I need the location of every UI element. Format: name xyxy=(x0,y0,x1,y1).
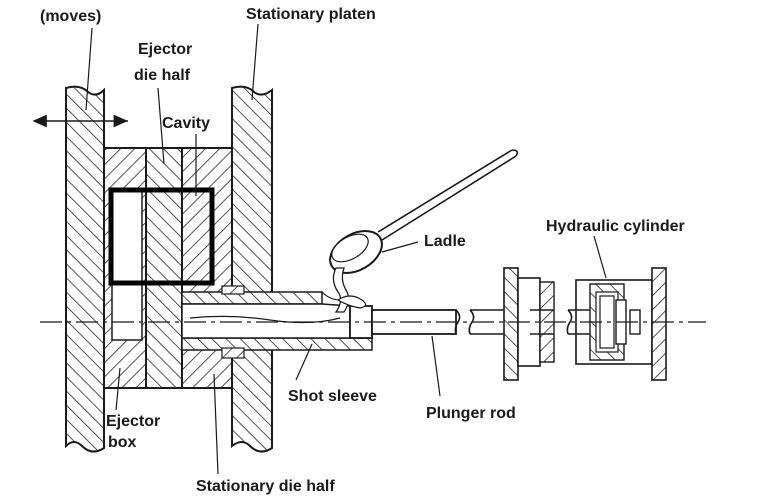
label-ejector-box-1: Ejector xyxy=(106,413,160,430)
leader-lines xyxy=(85,23,607,475)
stationary-platen xyxy=(231,85,273,453)
hydraulic-cylinder xyxy=(566,267,667,381)
label-hydraulic-cylinder: Hydraulic cylinder xyxy=(546,218,685,235)
label-cavity: Cavity xyxy=(162,115,210,132)
label-ladle: Ladle xyxy=(424,233,466,250)
label-plunger-rod: Plunger rod xyxy=(426,405,516,422)
label-shot-sleeve: Shot sleeve xyxy=(288,388,377,405)
shot-sleeve xyxy=(181,285,373,359)
label-stationary-platen: Stationary platen xyxy=(246,6,376,23)
cavity xyxy=(108,187,215,286)
ejector-die-half xyxy=(145,147,183,389)
label-moves: (moves) xyxy=(40,8,101,25)
label-stationary-die-half: Stationary die half xyxy=(196,478,335,495)
label-ejector-die-half-2: die half xyxy=(134,67,191,84)
metal-stream xyxy=(332,267,367,313)
moving-platen xyxy=(65,85,105,453)
label-ejector-die-half-1: Ejector xyxy=(138,41,192,58)
label-ejector-box-2: box xyxy=(108,434,137,451)
ladle xyxy=(329,149,519,274)
coupling-flange xyxy=(503,267,555,381)
